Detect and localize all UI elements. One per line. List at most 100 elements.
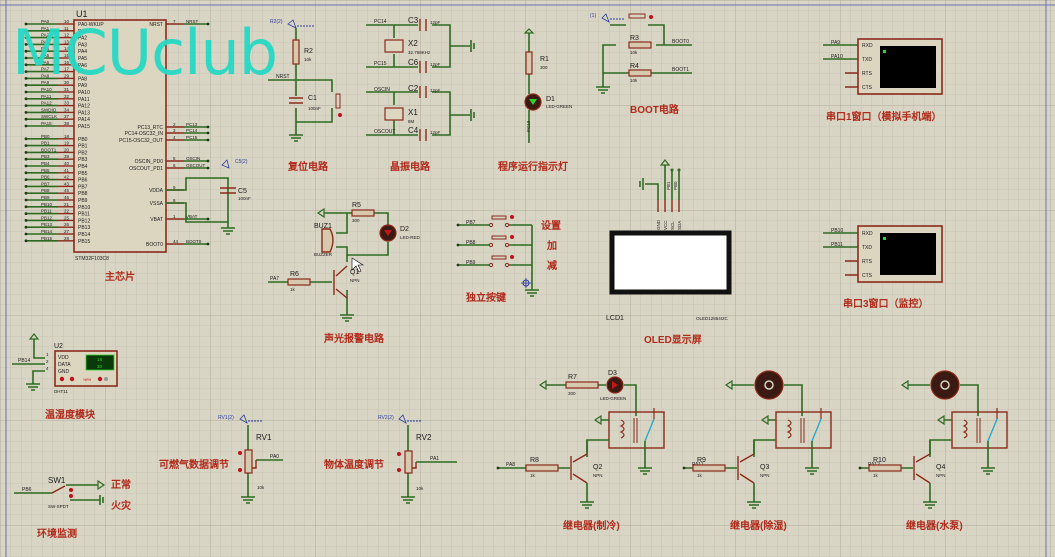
crystal-x1 — [384, 107, 404, 121]
net-junction — [24, 171, 28, 175]
dht-temp-up-button[interactable] — [69, 376, 75, 382]
dht-hum-button-2[interactable] — [104, 377, 108, 381]
section-label-mcu: 主芯片 — [105, 270, 135, 283]
net-junction — [206, 217, 210, 221]
mcu-net-label: PA10 — [41, 87, 52, 92]
crystal-circuit[interactable]: PC14 PC15 C3 C6 12pF 12pF X2 32.768KHz O… — [366, 16, 475, 173]
env-option-normal: 正常 — [111, 478, 131, 491]
dht-pin-num: 4 — [46, 366, 49, 371]
uart3-pin-label: CTS — [862, 273, 873, 279]
mcu-pin-name: PB11 — [78, 212, 90, 218]
uart1-screen[interactable] — [880, 46, 936, 88]
mcu-pin-name: PA0-WKUP — [78, 22, 104, 28]
dht-pin-gnd: GND — [58, 369, 70, 375]
mcu-pin-number: 21 — [64, 202, 70, 207]
oled-ref: LCD1 — [606, 315, 624, 322]
net-junction — [24, 212, 28, 216]
relay-transistor — [913, 453, 931, 484]
key-press-indicator[interactable] — [510, 235, 514, 239]
rv2-up-button[interactable] — [397, 452, 401, 456]
section-label-keys: 独立按键 — [466, 291, 507, 304]
mcu-pin-number: 41 — [64, 168, 70, 173]
x2-value: 32.768KHz — [408, 50, 431, 55]
mcu-pin-number: 3 — [173, 128, 176, 133]
resistor-r7 — [565, 381, 599, 389]
mcu-pin-number: 40 — [64, 161, 70, 166]
relay-coil-icon — [786, 419, 792, 439]
dht-hum-button[interactable] — [97, 376, 103, 382]
mcu-pin-name: PA2 — [78, 36, 87, 42]
mcu-pin-number: 44 — [173, 239, 179, 244]
net-junction — [456, 223, 460, 227]
dht11-module[interactable]: PB14 1 2 4 U2 VDD DATA GND 18 30 %RH DHT… — [12, 333, 118, 421]
r5-value: 300 — [352, 218, 360, 223]
uart1-pin-label: RTS — [862, 71, 873, 77]
mcu-pin-name: PA5 — [78, 56, 87, 62]
section-label-crystal: 晶振电路 — [390, 160, 431, 173]
resistor-r3 — [628, 41, 652, 49]
key-button-2[interactable] — [491, 235, 507, 240]
uart1-pin-label: RXD — [862, 43, 873, 49]
mcu-pin-name: VBAT — [150, 217, 163, 223]
gas-potentiometer[interactable]: RV1(2) RV1 PA0 10k 可燃气数据调节 — [159, 414, 283, 504]
mcu-pin-number: 16 — [64, 60, 70, 65]
mcu-pin-number: 45 — [64, 188, 70, 193]
mcu-pin-name: PA1 — [78, 29, 87, 35]
net-junction — [456, 263, 460, 267]
reset-button[interactable] — [335, 93, 341, 109]
mcu-pin-name: PA3 — [78, 42, 87, 48]
r3-ref: R3 — [630, 35, 639, 42]
env-switch[interactable]: SW1 PB6 SW-SPDT 正常 火灾 环境监测 — [14, 476, 132, 540]
key-press-indicator[interactable] — [510, 215, 514, 219]
oled-screen[interactable] — [609, 230, 732, 295]
net-junction — [24, 164, 28, 168]
key-button-3[interactable] — [491, 255, 507, 260]
pc13-net-label: PC13 — [526, 120, 531, 132]
reset-circuit[interactable]: R2(2) R2 10k NRST C1 100nF 复位电路 — [268, 19, 342, 173]
switch-lever[interactable] — [51, 485, 66, 494]
net-junction — [206, 166, 210, 170]
mcu-pin-name: PA14 — [78, 117, 90, 123]
key-button-1[interactable] — [491, 215, 507, 220]
relay-circuit-2[interactable]: PA11R91kQ3NPN继电器(除湿) — [682, 370, 832, 532]
boot0-net: BOOT0 — [672, 39, 689, 45]
x1-net-a: OSCIN — [374, 87, 390, 93]
boot1-net: BOOT1 — [672, 67, 689, 73]
temp-potentiometer[interactable]: RV2(2) RV2 PA1 10k 物体温度调节 — [324, 414, 457, 504]
mcu-pin-number: 10 — [64, 19, 70, 24]
mcu-net-label: PA15 — [41, 121, 52, 126]
key-press-indicator[interactable] — [510, 255, 514, 259]
mcu-pin-number: 14 — [64, 46, 70, 51]
uart3-screen[interactable] — [880, 233, 936, 275]
x1-value: 8M — [408, 119, 415, 124]
relay-coil-icon — [619, 419, 625, 439]
uart3-cursor — [883, 237, 886, 240]
mcu-pin-number: 1 — [173, 214, 176, 219]
potentiometer-rv1[interactable] — [244, 449, 253, 474]
rv2-ref: RV2 — [416, 433, 432, 442]
rv1-up-button[interactable] — [238, 451, 242, 455]
rv1-down-button[interactable] — [238, 468, 242, 472]
dht-temp-down-button[interactable] — [59, 376, 65, 382]
sw1-ref: SW1 — [48, 476, 66, 485]
boot-circuit[interactable]: (1) R3 R4 10k 10k BOOT0 BOOT1 BOOT电路 — [590, 13, 692, 116]
buz1-value: BUZZER — [314, 252, 333, 257]
nrst-net-label: NRST — [276, 74, 290, 80]
rv2-net: PA1 — [430, 456, 439, 462]
alarm-circuit[interactable]: R5 300 BUZ1 BUZZER D2 LED-RED PA7 R6 1k … — [268, 202, 421, 345]
pa7-net: PA7 — [270, 276, 279, 282]
mcu-pin-name: PB9 — [78, 198, 88, 204]
boot-button[interactable] — [628, 13, 646, 19]
relay-circuit-3[interactable]: PA12R101kQ4NPN继电器(水泵) — [858, 370, 1008, 532]
potentiometer-rv2[interactable] — [404, 450, 413, 474]
rv2-down-button[interactable] — [397, 468, 401, 472]
led-indicator[interactable]: R1 300 D1 LED-GREEN PC13 程序运行指示灯 — [498, 28, 572, 173]
key-contact — [488, 262, 494, 268]
